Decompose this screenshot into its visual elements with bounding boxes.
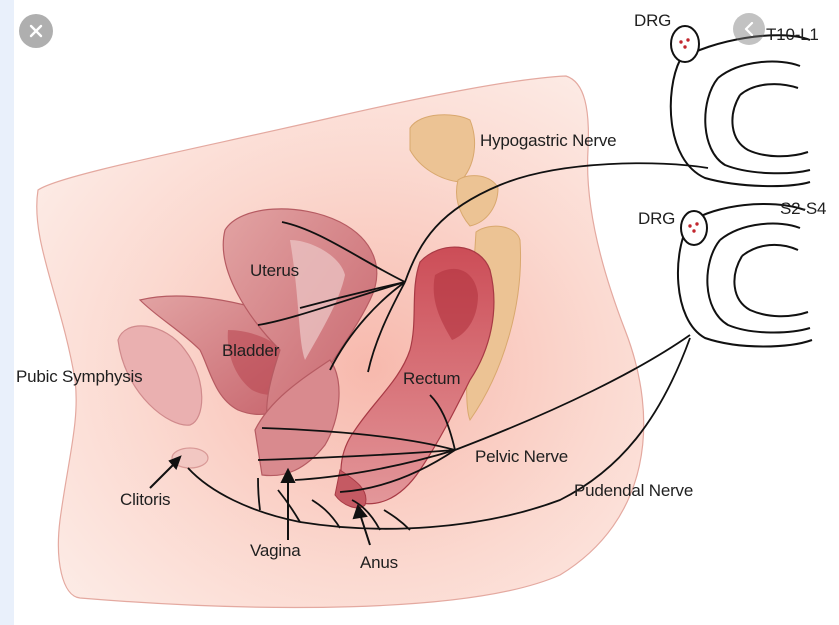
label-t10-l1: T10-L1 xyxy=(766,25,819,44)
close-button[interactable] xyxy=(19,14,53,48)
label-bladder: Bladder xyxy=(222,341,280,360)
spinal-section-s2-s4 xyxy=(678,204,812,347)
previous-image-button[interactable] xyxy=(733,13,765,45)
drg-ganglion-top xyxy=(671,26,699,62)
spinal-section-t10-l1 xyxy=(671,26,810,186)
label-hypogastric-nerve: Hypogastric Nerve xyxy=(480,131,616,150)
drg-ganglion-bottom xyxy=(681,211,707,245)
chevron-left-icon xyxy=(743,22,755,36)
label-pelvic-nerve: Pelvic Nerve xyxy=(475,447,568,466)
label-clitoris: Clitoris xyxy=(120,490,170,509)
label-pudendal-nerve: Pudendal Nerve xyxy=(574,481,693,500)
label-rectum: Rectum xyxy=(403,369,460,388)
close-icon xyxy=(29,24,43,38)
label-pubic-symphysis: Pubic Symphysis xyxy=(16,367,142,386)
label-vagina: Vagina xyxy=(250,541,301,560)
label-anus: Anus xyxy=(360,553,398,572)
label-drg-top: DRG xyxy=(634,11,671,30)
label-drg-bottom: DRG xyxy=(638,209,675,228)
label-s2-s4: S2-S4 xyxy=(780,199,826,218)
label-uterus: Uterus xyxy=(250,261,299,280)
